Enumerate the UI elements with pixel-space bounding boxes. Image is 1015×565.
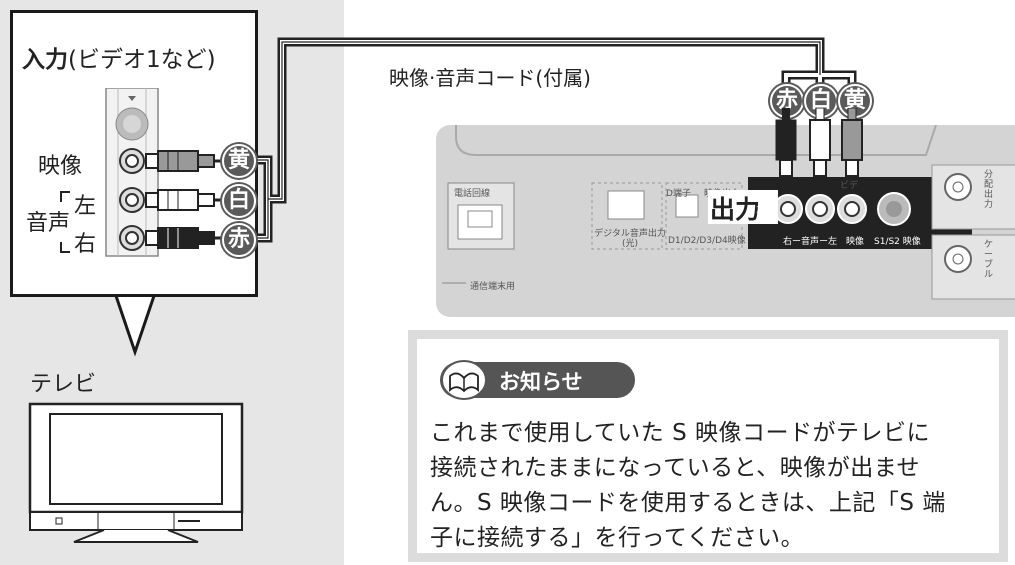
cable-badge-white: 白 bbox=[804, 84, 838, 118]
s-video-label: S1/S2 映像 bbox=[874, 237, 921, 247]
tv-label: テレビ bbox=[30, 372, 97, 397]
d-terminal-top-label: D端子 bbox=[666, 189, 691, 199]
audio-brackets bbox=[60, 191, 70, 253]
plug-yellow bbox=[145, 150, 228, 172]
television-icon bbox=[28, 402, 244, 543]
notice-line: これまで使用していた S 映像コードがテレビに bbox=[430, 420, 931, 446]
digital-audio-label: デジタル音声出力 (光) bbox=[594, 229, 666, 249]
rca-plugs bbox=[145, 150, 228, 249]
badge-yellow: 黄 bbox=[222, 144, 256, 178]
distribution-label: 分配出力 bbox=[984, 170, 994, 210]
book-icon bbox=[441, 360, 487, 400]
device-plug-red bbox=[775, 108, 797, 177]
rear-panel-details bbox=[442, 125, 1015, 300]
left-label: 左 bbox=[74, 194, 97, 219]
tv-connector-strip bbox=[105, 88, 159, 257]
output-label: 出力 bbox=[710, 195, 761, 224]
phone-line-label: 電話回線 bbox=[454, 189, 491, 199]
input-title: 入力(ビデオ1など) bbox=[22, 47, 216, 73]
plug-white bbox=[145, 189, 228, 211]
badge-red: 赤 bbox=[222, 223, 256, 257]
notice-text: これまで使用していた S 映像コードがテレビに 接続されたままになっていると、映… bbox=[430, 416, 990, 556]
video-tab-label: ビデ bbox=[840, 181, 859, 191]
device-plug-white bbox=[809, 108, 831, 177]
right-label: 右 bbox=[74, 232, 97, 257]
video-label: 映像 bbox=[38, 154, 83, 179]
output-small-label: 出 力 bbox=[756, 191, 766, 215]
device-plug-yellow bbox=[841, 108, 863, 177]
audio-label: 音声 bbox=[26, 211, 71, 236]
output-label-bg bbox=[708, 190, 778, 224]
notice-title: お知らせ bbox=[499, 370, 583, 394]
cable-badge-yellow: 黄 bbox=[838, 84, 872, 118]
d-terminal-label: D1/D2/D3/D4映像 bbox=[668, 236, 746, 246]
rca-audio-label: 右ー音声ー左 bbox=[783, 237, 838, 247]
plug-red bbox=[145, 227, 228, 249]
notice-line: 子に接続する」を行ってください。 bbox=[430, 525, 805, 551]
device-plugs bbox=[775, 108, 863, 177]
cable-in-label: ケーブル bbox=[984, 240, 994, 280]
notice-line: ん。S 映像コードを使用するときは、上記「S 端 bbox=[430, 490, 946, 516]
rca-video-label: 映像 bbox=[846, 237, 865, 247]
badge-white: 白 bbox=[222, 184, 256, 218]
comm-terminal-label: 通信端末用 bbox=[470, 282, 516, 292]
notice-line: 接続されたままになっていると、映像が出ませ bbox=[430, 455, 921, 481]
cable-title: 映像·音声コード(付属) bbox=[389, 66, 591, 90]
